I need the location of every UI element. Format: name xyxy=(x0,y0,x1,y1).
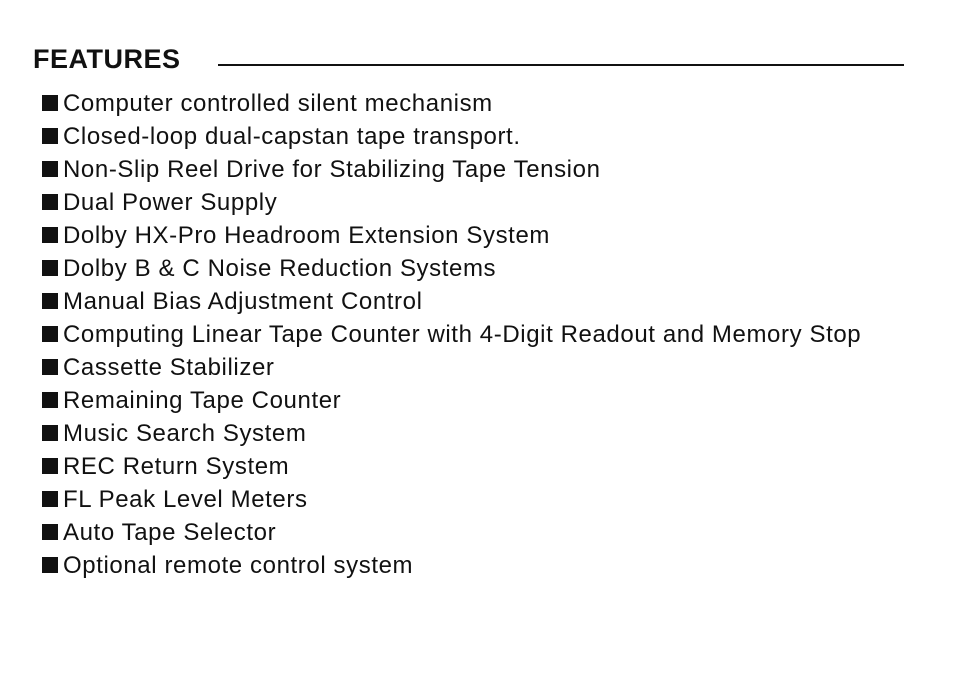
feature-text: Auto Tape Selector xyxy=(63,519,277,546)
feature-item: Music Search System xyxy=(40,417,920,450)
feature-text: Cassette Stabilizer xyxy=(63,354,275,381)
square-bullet-icon xyxy=(42,557,58,573)
feature-item: Optional remote control system xyxy=(40,549,920,582)
square-bullet-icon xyxy=(42,95,58,111)
feature-text: Closed-loop dual-capstan tape transport. xyxy=(63,123,521,150)
feature-item: Non-Slip Reel Drive for Stabilizing Tape… xyxy=(40,153,920,186)
square-bullet-icon xyxy=(42,227,58,243)
feature-item: REC Return System xyxy=(40,450,920,483)
feature-text: Manual Bias Adjustment Control xyxy=(63,288,423,315)
feature-item: Computing Linear Tape Counter with 4-Dig… xyxy=(40,318,920,351)
feature-item: Remaining Tape Counter xyxy=(40,384,920,417)
feature-text: Dual Power Supply xyxy=(63,189,278,216)
feature-text: Computing Linear Tape Counter with 4-Dig… xyxy=(63,321,862,348)
square-bullet-icon xyxy=(42,392,58,408)
square-bullet-icon xyxy=(42,425,58,441)
feature-item: Computer controlled silent mechanism xyxy=(40,87,920,120)
feature-text: REC Return System xyxy=(63,453,290,480)
feature-text: FL Peak Level Meters xyxy=(63,486,308,513)
square-bullet-icon xyxy=(42,293,58,309)
feature-text: Dolby HX-Pro Headroom Extension System xyxy=(63,222,550,249)
square-bullet-icon xyxy=(42,260,58,276)
feature-text: Remaining Tape Counter xyxy=(63,387,342,414)
feature-item: Manual Bias Adjustment Control xyxy=(40,285,920,318)
feature-item: Dual Power Supply xyxy=(40,186,920,219)
feature-text: Computer controlled silent mechanism xyxy=(63,90,493,117)
title-underline xyxy=(218,64,904,66)
square-bullet-icon xyxy=(42,491,58,507)
feature-item: Closed-loop dual-capstan tape transport. xyxy=(40,120,920,153)
feature-item: FL Peak Level Meters xyxy=(40,483,920,516)
feature-item: Auto Tape Selector xyxy=(40,516,920,549)
square-bullet-icon xyxy=(42,458,58,474)
feature-text: Dolby B & C Noise Reduction Systems xyxy=(63,255,497,282)
feature-text: Non-Slip Reel Drive for Stabilizing Tape… xyxy=(63,156,601,183)
square-bullet-icon xyxy=(42,524,58,540)
section-title: FEATURES xyxy=(33,44,181,74)
square-bullet-icon xyxy=(42,359,58,375)
square-bullet-icon xyxy=(42,128,58,144)
square-bullet-icon xyxy=(42,194,58,210)
feature-item: Dolby B & C Noise Reduction Systems xyxy=(40,252,920,285)
feature-item: Dolby HX-Pro Headroom Extension System xyxy=(40,219,920,252)
feature-item: Cassette Stabilizer xyxy=(40,351,920,384)
square-bullet-icon xyxy=(42,161,58,177)
feature-text: Optional remote control system xyxy=(63,552,414,579)
square-bullet-icon xyxy=(42,326,58,342)
feature-text: Music Search System xyxy=(63,420,307,447)
